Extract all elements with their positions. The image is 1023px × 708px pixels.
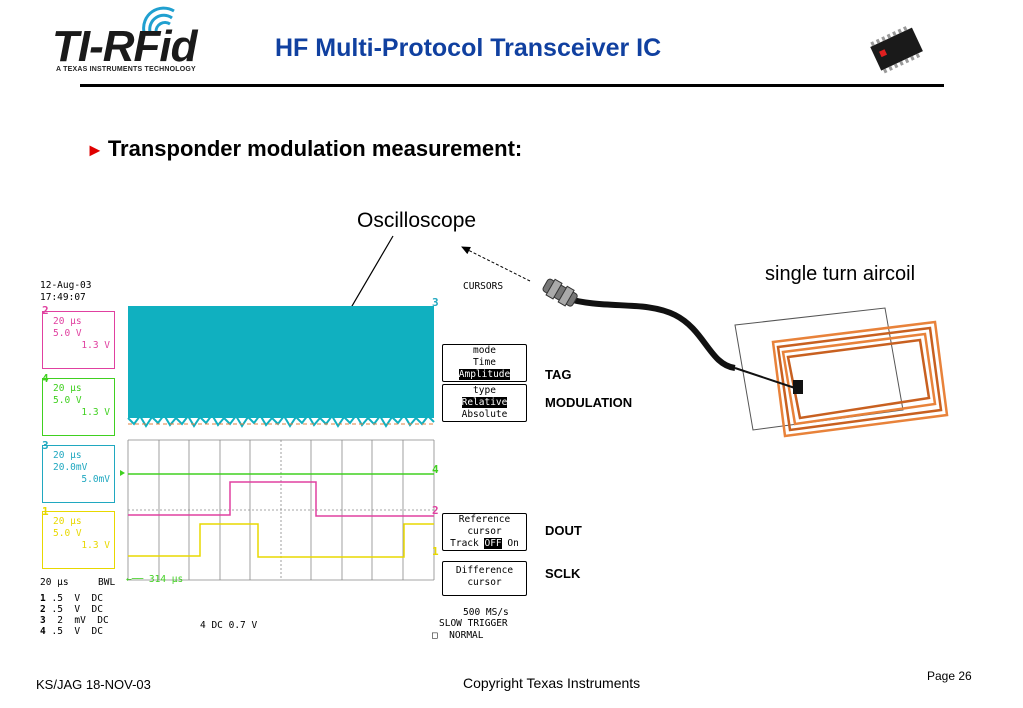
mode-control[interactable]: mode Time Amplitude xyxy=(442,344,527,382)
sclk-label: SCLK xyxy=(545,566,581,581)
marker-1: 1 xyxy=(432,545,439,558)
footer-author-date: KS/JAG 18-NOV-03 xyxy=(36,677,151,692)
probe-cable xyxy=(564,295,736,371)
sample-rate: 500 MS/s xyxy=(463,607,509,618)
marker-2: 2 xyxy=(432,504,439,517)
channel-2-number: 2 xyxy=(42,304,49,317)
scope-waveform-display xyxy=(120,306,435,581)
slide-title: HF Multi-Protocol Transceiver IC xyxy=(275,34,662,62)
bullet-item: ►Transponder modulation measurement: xyxy=(86,136,522,162)
trigger-setting: 4 DC 0.7 V xyxy=(200,620,258,631)
scope-channel-settings: 1 .5 V DC 2 .5 V DC 3 2 mV DC 4 .5 V DC xyxy=(40,593,109,637)
page-number: Page 26 xyxy=(927,669,972,683)
aircoil-icon xyxy=(771,320,949,438)
type-control[interactable]: type Relative Absolute xyxy=(442,384,527,422)
scope-delta: ←── 314 µs xyxy=(126,574,184,585)
scope-mode-header: CURSORS xyxy=(463,281,504,292)
header-rule xyxy=(80,84,944,87)
difference-cursor-control[interactable]: Difference cursor xyxy=(442,561,527,596)
marker-4: 4 xyxy=(432,463,439,476)
dout-label: DOUT xyxy=(545,523,582,538)
trigger-mode: □ NORMAL xyxy=(432,630,484,641)
footer-copyright: Copyright Texas Instruments xyxy=(463,675,641,691)
bnc-connector-icon xyxy=(542,278,578,307)
slow-trigger: SLOW TRIGGER xyxy=(439,618,508,629)
bullet-text: Transponder modulation measurement: xyxy=(107,136,523,161)
tag-label: TAG xyxy=(545,367,572,382)
transponder-card xyxy=(734,307,904,431)
chip-icon xyxy=(870,26,923,74)
probe-and-coil-illustration xyxy=(542,278,949,438)
tag-modulation-trace xyxy=(128,306,434,418)
modulation-label: MODULATION xyxy=(545,395,633,410)
sclk-trace xyxy=(128,523,434,558)
reference-cursor-control[interactable]: Reference cursor Track OFF On xyxy=(442,513,527,551)
wireless-wave-icon xyxy=(142,6,175,33)
logo-subtitle: A TEXAS INSTRUMENTS TECHNOLOGY xyxy=(56,66,196,73)
scope-time: 17:49:07 xyxy=(40,292,86,303)
ti-rfid-logo xyxy=(52,6,192,78)
scope-timebase: 20 µs xyxy=(40,577,69,588)
dout-trace xyxy=(128,481,434,517)
aircoil-label: single turn aircoil xyxy=(765,263,916,285)
probe-arrow xyxy=(461,246,531,282)
tag-modulation-spikes xyxy=(127,413,435,428)
scope-date: 12-Aug-03 xyxy=(40,280,92,291)
logo-text: TI-RFid xyxy=(52,22,198,71)
marker-3: 3 xyxy=(432,296,439,309)
bullet-arrow-icon: ► xyxy=(86,140,104,160)
oscilloscope-label: Oscilloscope xyxy=(357,209,477,232)
scope-bwl: BWL xyxy=(98,577,116,588)
